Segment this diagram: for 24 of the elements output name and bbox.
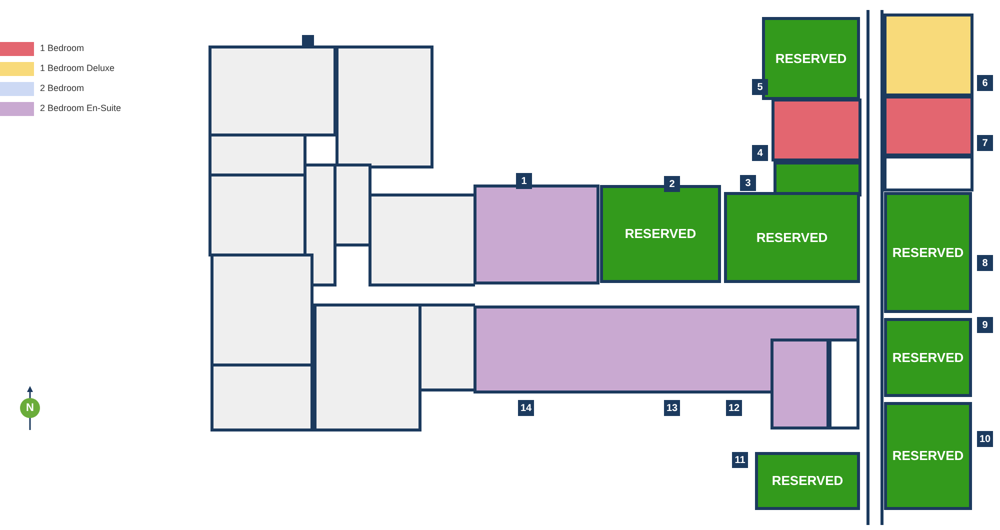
unit-number: 14 — [518, 400, 534, 416]
unit-number: 1 — [516, 173, 532, 189]
unit-number: 8 — [977, 255, 993, 271]
reserved-area: RESERVED — [884, 402, 972, 510]
unit-number: 11 — [732, 452, 748, 468]
reserved-area: RESERVED — [762, 17, 860, 100]
unit-number: 2 — [664, 176, 680, 192]
reserved-area: RESERVED — [884, 318, 972, 397]
unit-number: 13 — [664, 400, 680, 416]
unit-number: 9 — [977, 317, 993, 333]
unit-number: 7 — [977, 135, 993, 151]
unit-number: 4 — [752, 145, 768, 161]
unit-number: 3 — [740, 175, 756, 191]
legend-label: 2 Bedroom — [40, 82, 84, 96]
legend-label: 1 Bedroom — [40, 42, 84, 56]
legend-label: 1 Bedroom Deluxe — [40, 62, 115, 76]
unit-number: 5 — [752, 79, 768, 95]
unit-number: 6 — [977, 75, 993, 91]
unit-number: 10 — [977, 431, 993, 447]
legend-label: 2 Bedroom En-Suite — [40, 102, 122, 116]
reserved-area: RESERVED — [884, 192, 972, 313]
unit-number: 12 — [726, 400, 742, 416]
reserved-area: RESERVED — [724, 192, 860, 283]
reserved-area: RESERVED — [755, 452, 860, 510]
